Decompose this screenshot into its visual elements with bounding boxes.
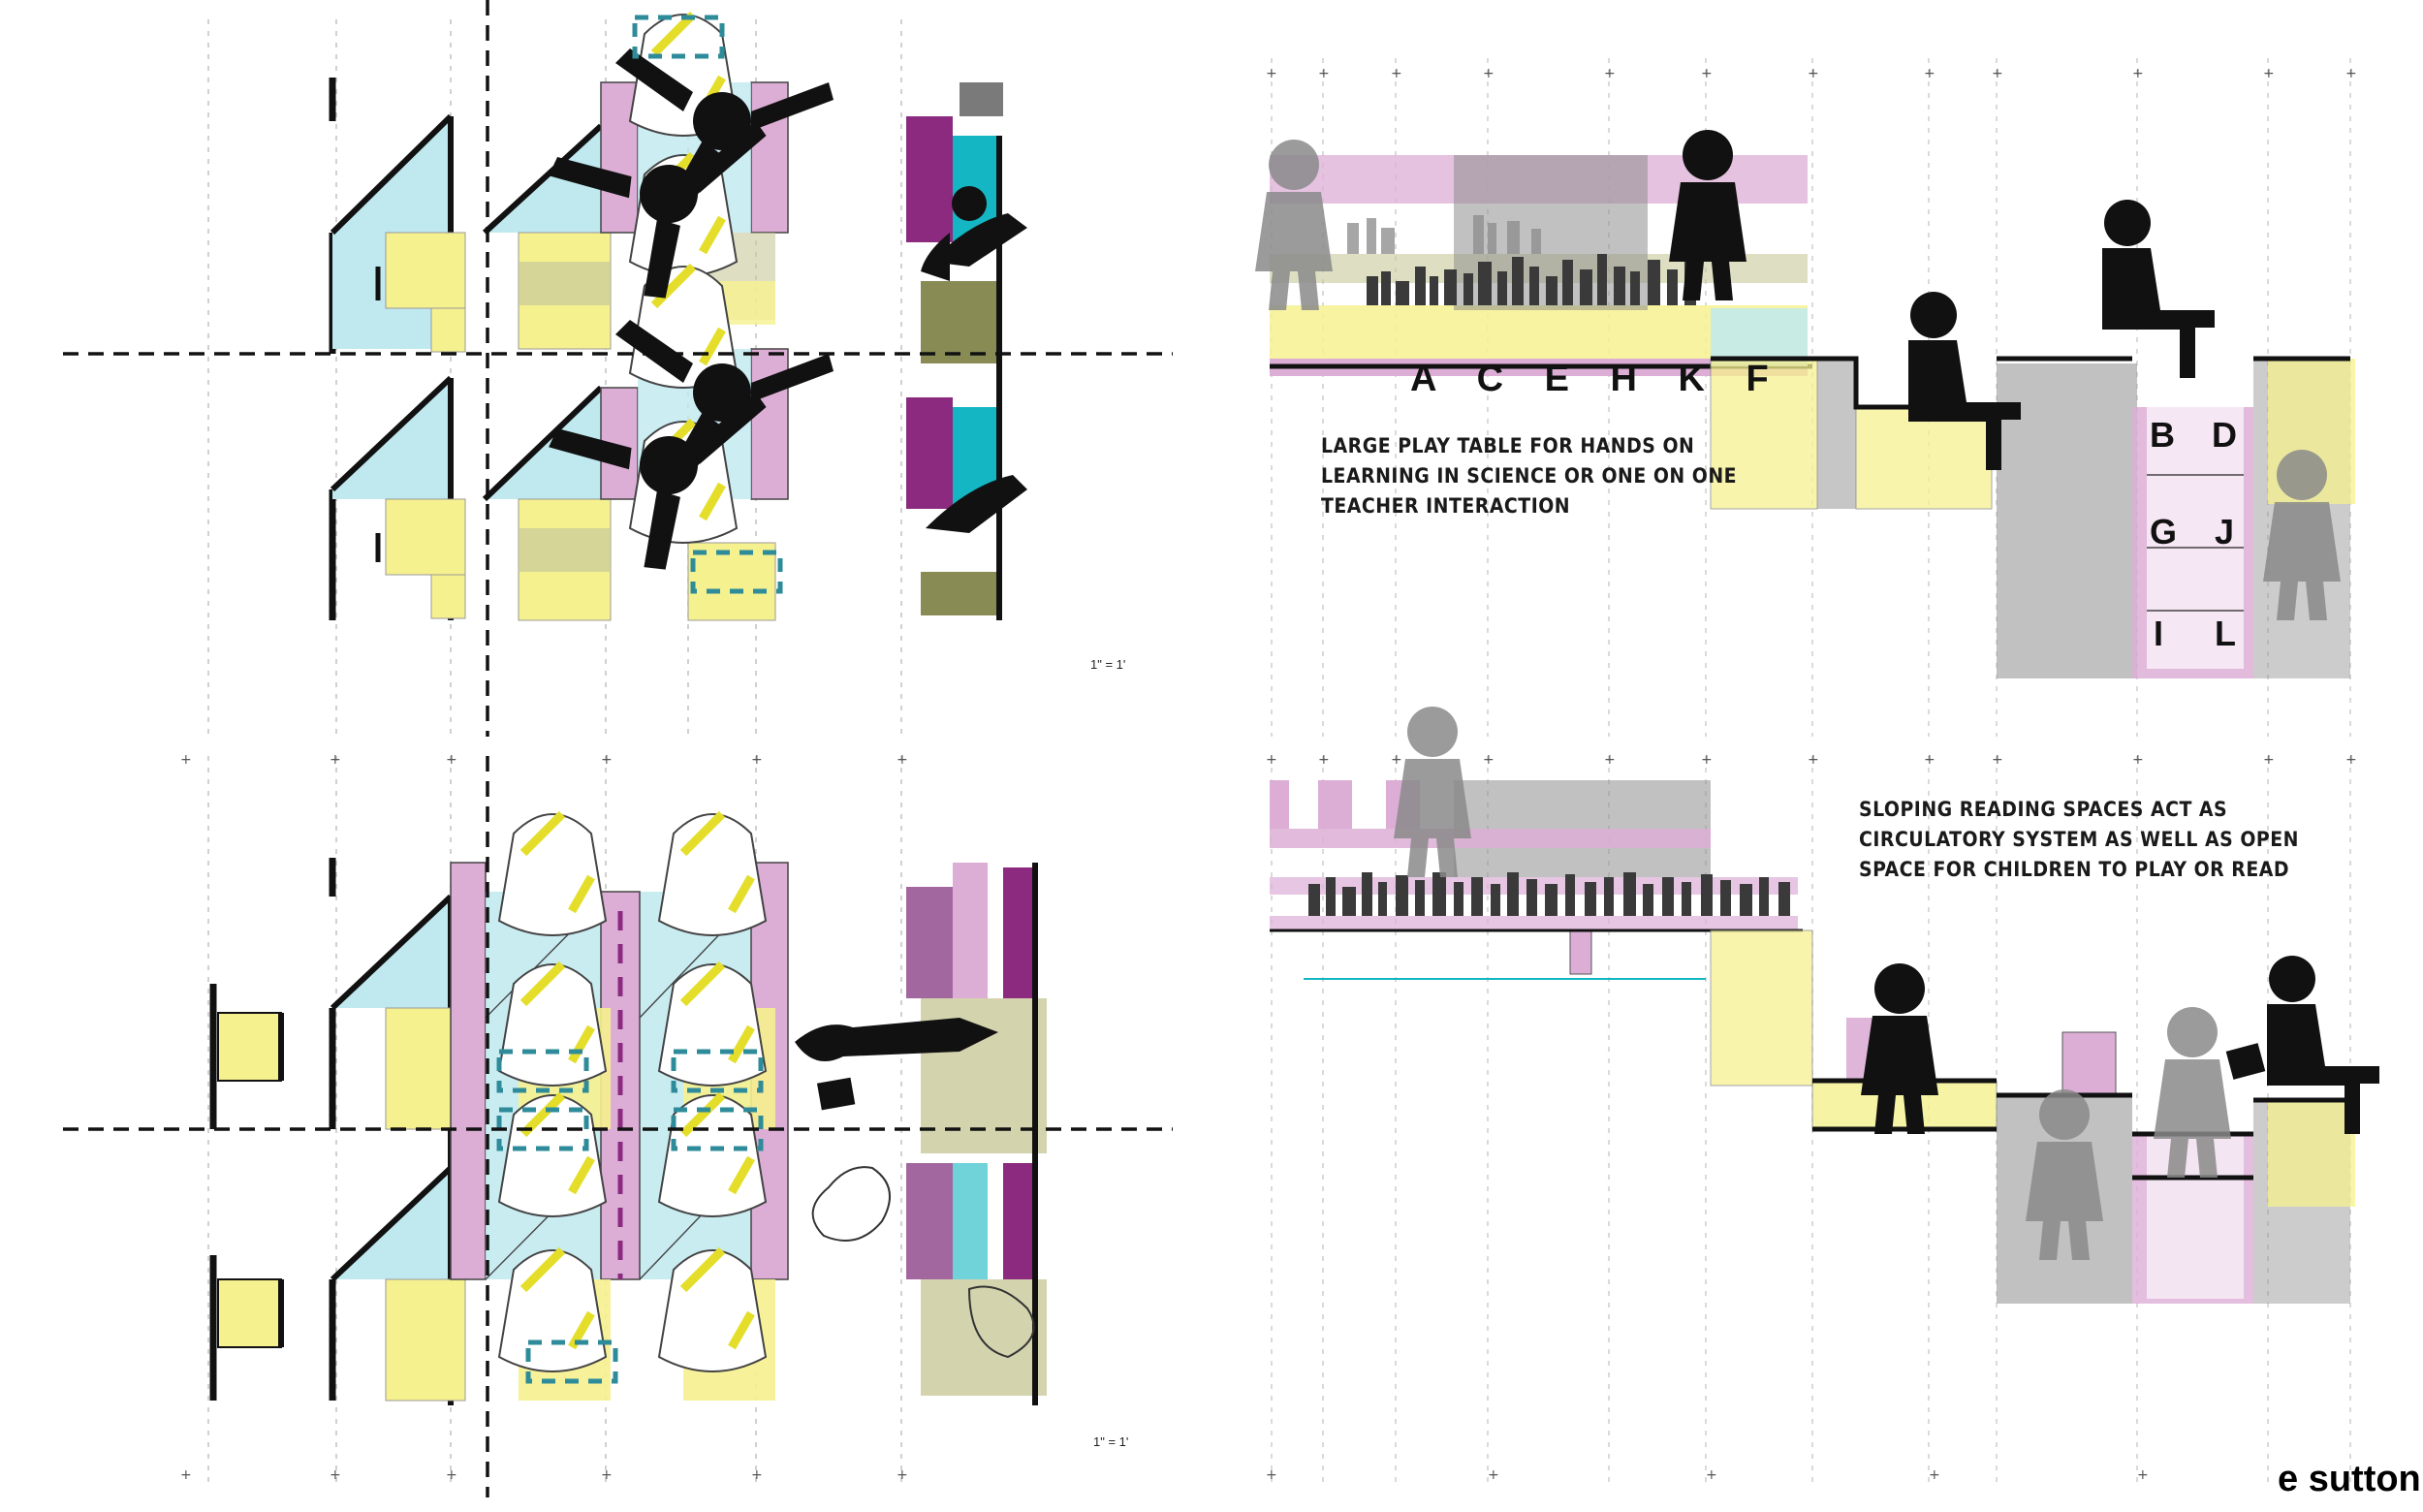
svg-text:+: +: [2345, 66, 2357, 81]
shelf-label-g: G: [2150, 512, 2178, 551]
svg-text:+: +: [446, 1467, 457, 1483]
section-top: + + + + + + + + + + + +: [1255, 58, 2357, 737]
svg-text:+: +: [1701, 66, 1713, 81]
svg-text:+: +: [2263, 66, 2275, 81]
svg-text:+: +: [1266, 752, 1277, 768]
svg-text:+: +: [1318, 752, 1330, 768]
shelf-label-b: B: [2150, 415, 2175, 455]
play-table-note-line: LARGE PLAY TABLE FOR HANDS ON: [1321, 434, 1695, 457]
svg-text:+: +: [751, 752, 763, 768]
sloping-reading-note-line: SPACE FOR CHILDREN TO PLAY OR READ: [1859, 858, 2290, 881]
author-signature: e sutton: [2278, 1459, 2421, 1499]
shelf-label-i: I: [2154, 614, 2164, 653]
svg-text:+: +: [2345, 752, 2357, 768]
svg-text:+: +: [330, 752, 341, 768]
svg-text:+: +: [1924, 752, 1935, 768]
scale-label-bottom: 1" = 1': [1093, 1434, 1129, 1449]
svg-text:+: +: [1391, 752, 1402, 768]
svg-text:+: +: [1266, 1467, 1277, 1483]
svg-text:+: +: [1318, 66, 1330, 81]
svg-text:+: +: [897, 1467, 908, 1483]
svg-text:+: +: [1706, 1467, 1717, 1483]
shelf-label-l: L: [2215, 614, 2236, 653]
svg-text:+: +: [2132, 752, 2144, 768]
svg-text:+: +: [601, 752, 613, 768]
svg-text:+: +: [601, 1467, 613, 1483]
shelf-label-d: D: [2212, 415, 2237, 455]
svg-text:+: +: [180, 752, 192, 768]
svg-text:+: +: [1483, 752, 1495, 768]
svg-text:+: +: [1391, 66, 1402, 81]
play-table-note-line: TEACHER INTERACTION: [1321, 494, 1571, 518]
play-table-note: LARGE PLAY TABLE FOR HANDS ON LEARNING I…: [1321, 431, 1737, 521]
play-table-note-line: LEARNING IN SCIENCE OR ONE ON ONE: [1321, 464, 1738, 488]
shelf-label-j: J: [2215, 512, 2235, 551]
sloping-reading-note-line: SLOPING READING SPACES ACT AS: [1859, 798, 2228, 821]
svg-text:+: +: [1604, 66, 1616, 81]
svg-text:+: +: [1483, 66, 1495, 81]
sloping-reading-note-line: CIRCULATORY SYSTEM AS WELL AS OPEN: [1859, 828, 2299, 851]
svg-text:+: +: [446, 752, 457, 768]
svg-text:+: +: [180, 1467, 192, 1483]
plan-top: [63, 0, 1173, 737]
svg-text:+: +: [1266, 66, 1277, 81]
svg-text:+: +: [1924, 66, 1935, 81]
scale-label-top: 1" = 1': [1090, 657, 1126, 672]
svg-text:+: +: [1992, 66, 2003, 81]
svg-text:+: +: [751, 1467, 763, 1483]
section-letters: A C E H K F: [1410, 359, 1784, 399]
plan-top-silhouettes: [921, 186, 1027, 533]
svg-text:+: +: [897, 752, 908, 768]
plan-bottom: + + + + + + + + + + + +: [63, 752, 1173, 1497]
sloping-reading-note: SLOPING READING SPACES ACT AS CIRCULATOR…: [1859, 795, 2299, 885]
svg-text:+: +: [1992, 752, 2003, 768]
svg-text:+: +: [2263, 752, 2275, 768]
svg-text:+: +: [1929, 1467, 1940, 1483]
svg-text:+: +: [1488, 1467, 1499, 1483]
svg-text:+: +: [330, 1467, 341, 1483]
svg-text:+: +: [1808, 752, 1819, 768]
svg-text:+: +: [1808, 66, 1819, 81]
svg-text:+: +: [1701, 752, 1713, 768]
svg-text:+: +: [2137, 1467, 2149, 1483]
svg-text:+: +: [1604, 752, 1616, 768]
svg-text:+: +: [2132, 66, 2144, 81]
section-bottom: + + + + + + + + + + + + + + + + +: [1266, 707, 2379, 1483]
